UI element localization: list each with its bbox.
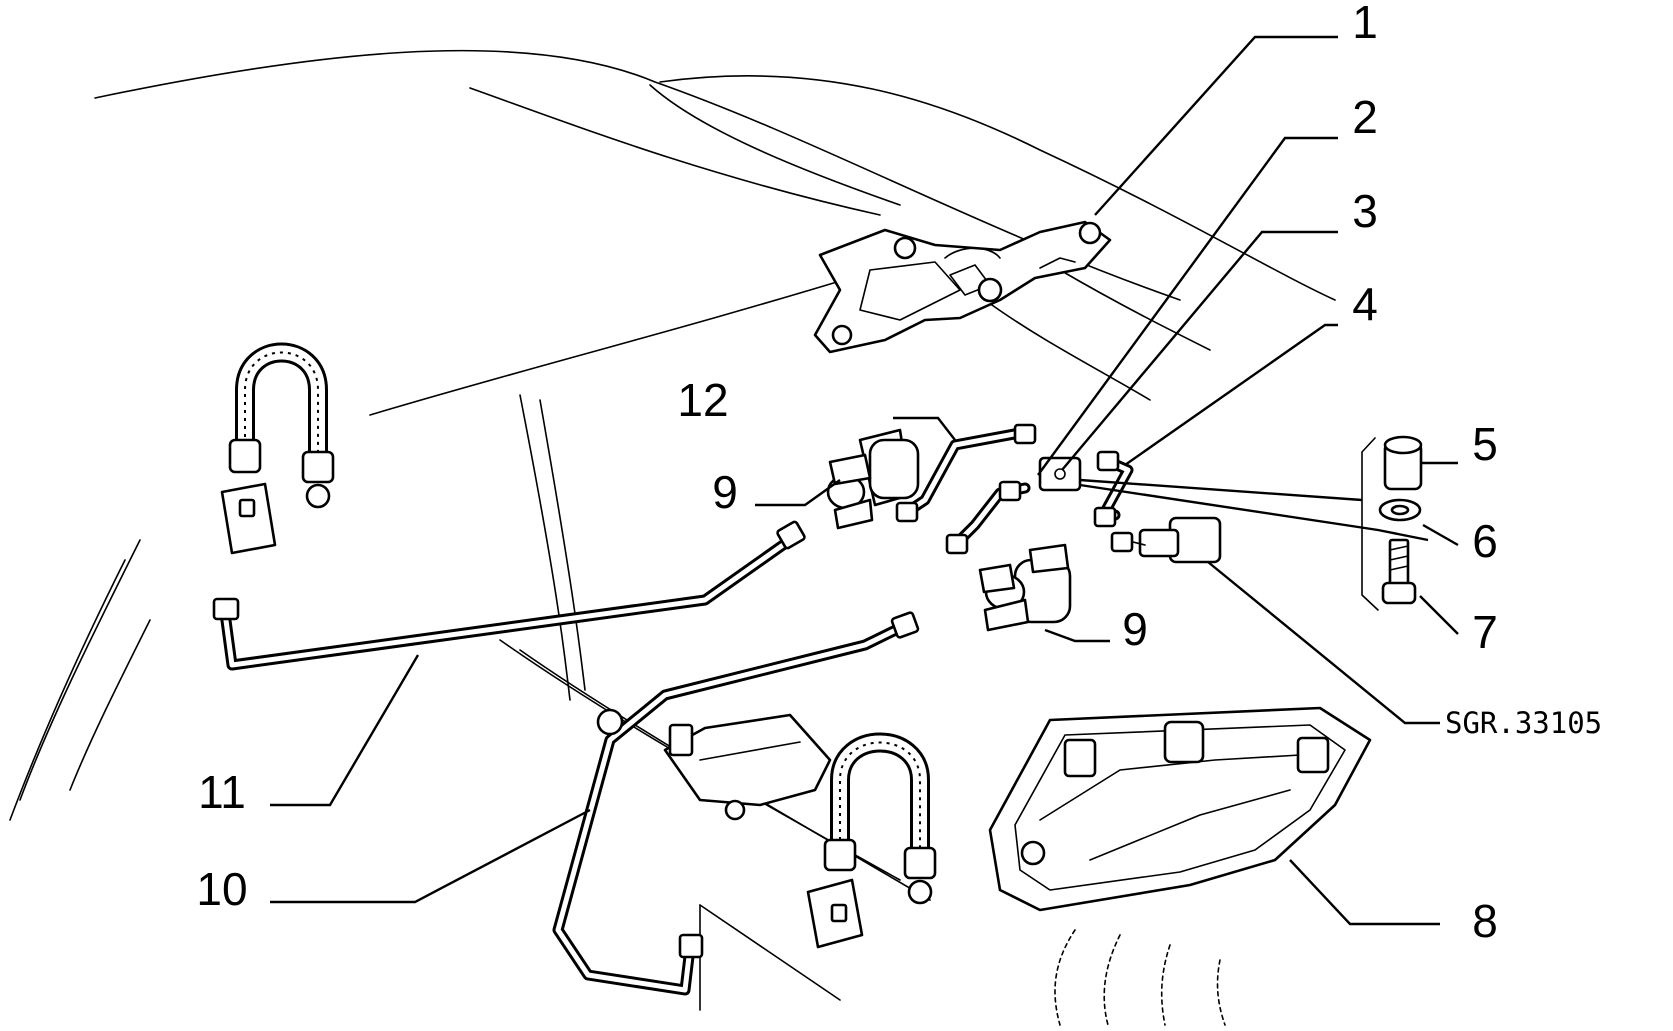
flexible-hose-front [806,732,937,949]
rubber-mount-upper [826,428,920,530]
label-4: 4 [1352,278,1378,330]
label-11: 11 [198,766,246,818]
brake-line-11 [212,520,806,671]
suspension-arm [596,708,832,821]
brake-line-2 [945,480,1031,555]
label-3: 3 [1352,185,1378,237]
group-bracket-5-7 [1361,437,1379,611]
label-10: 10 [196,863,247,915]
brake-line-12 [895,423,1037,523]
brake-line-10 [552,611,920,996]
label-9-lower: 9 [1122,603,1148,655]
bolt-7 [1381,538,1417,605]
pressure-regulator-valve [1110,516,1222,564]
bushing-5 [1383,435,1423,491]
label-6: 6 [1472,515,1498,567]
label-8: 8 [1472,895,1498,947]
rubber-mount-lower [978,543,1072,632]
leader-lines [270,35,1459,926]
label-1: 1 [1352,0,1378,48]
label-9-upper: 9 [712,466,738,518]
label-2: 2 [1352,91,1378,143]
flexible-hose-rear [220,342,335,555]
label-12: 12 [677,374,728,426]
mounting-bracket [813,220,1112,354]
vehicle-body-outline [9,49,1336,1026]
fluid-tray [988,706,1372,912]
washer-6 [1378,498,1422,522]
label-7: 7 [1472,606,1498,658]
reference-code: SGR.33105 [1445,706,1602,740]
label-5: 5 [1472,418,1498,470]
